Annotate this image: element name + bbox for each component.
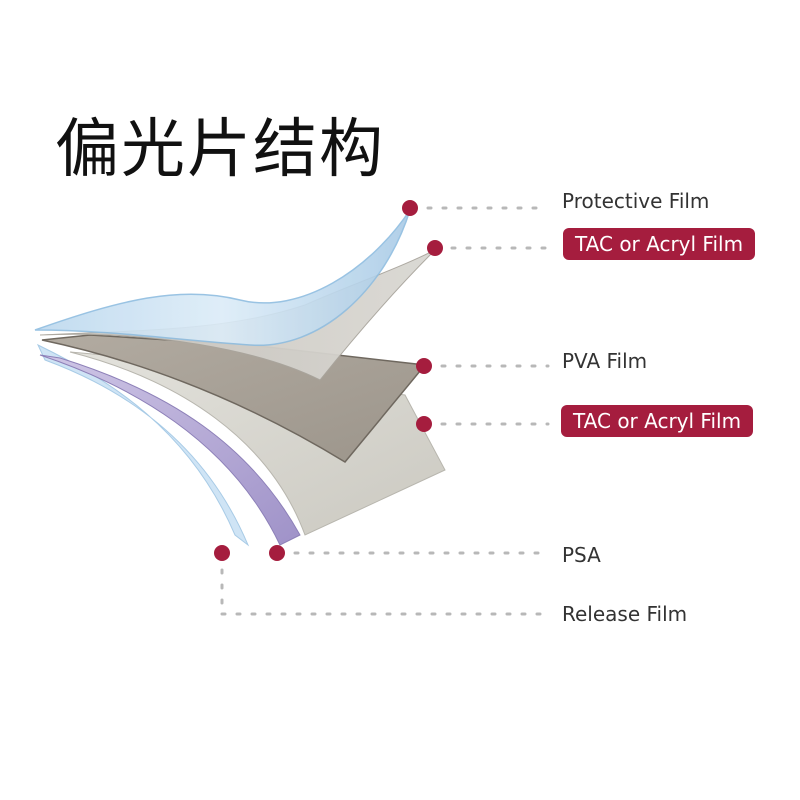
dot-pva-film: [416, 358, 432, 374]
dot-psa: [269, 545, 285, 561]
label-release-film: Release Film: [562, 602, 688, 626]
marker-dots: [214, 200, 443, 561]
dot-tac-film-top: [427, 240, 443, 256]
psa-layer: [39, 354, 301, 546]
label-tac-film-top: TAC or Acryl Film: [563, 228, 756, 260]
dot-release-film: [214, 545, 230, 561]
dot-protective-film: [402, 200, 418, 216]
label-psa: PSA: [562, 543, 601, 567]
label-protective-film: Protective Film: [562, 189, 710, 213]
label-tac-film-bottom: TAC or Acryl Film: [561, 405, 754, 437]
leader-lines: [220, 206, 550, 616]
diagram-title: 偏光片结构: [55, 113, 385, 187]
dot-tac-film-bottom: [416, 416, 432, 432]
release-film-layer: [36, 343, 250, 547]
label-pva-film: PVA Film: [562, 349, 648, 373]
